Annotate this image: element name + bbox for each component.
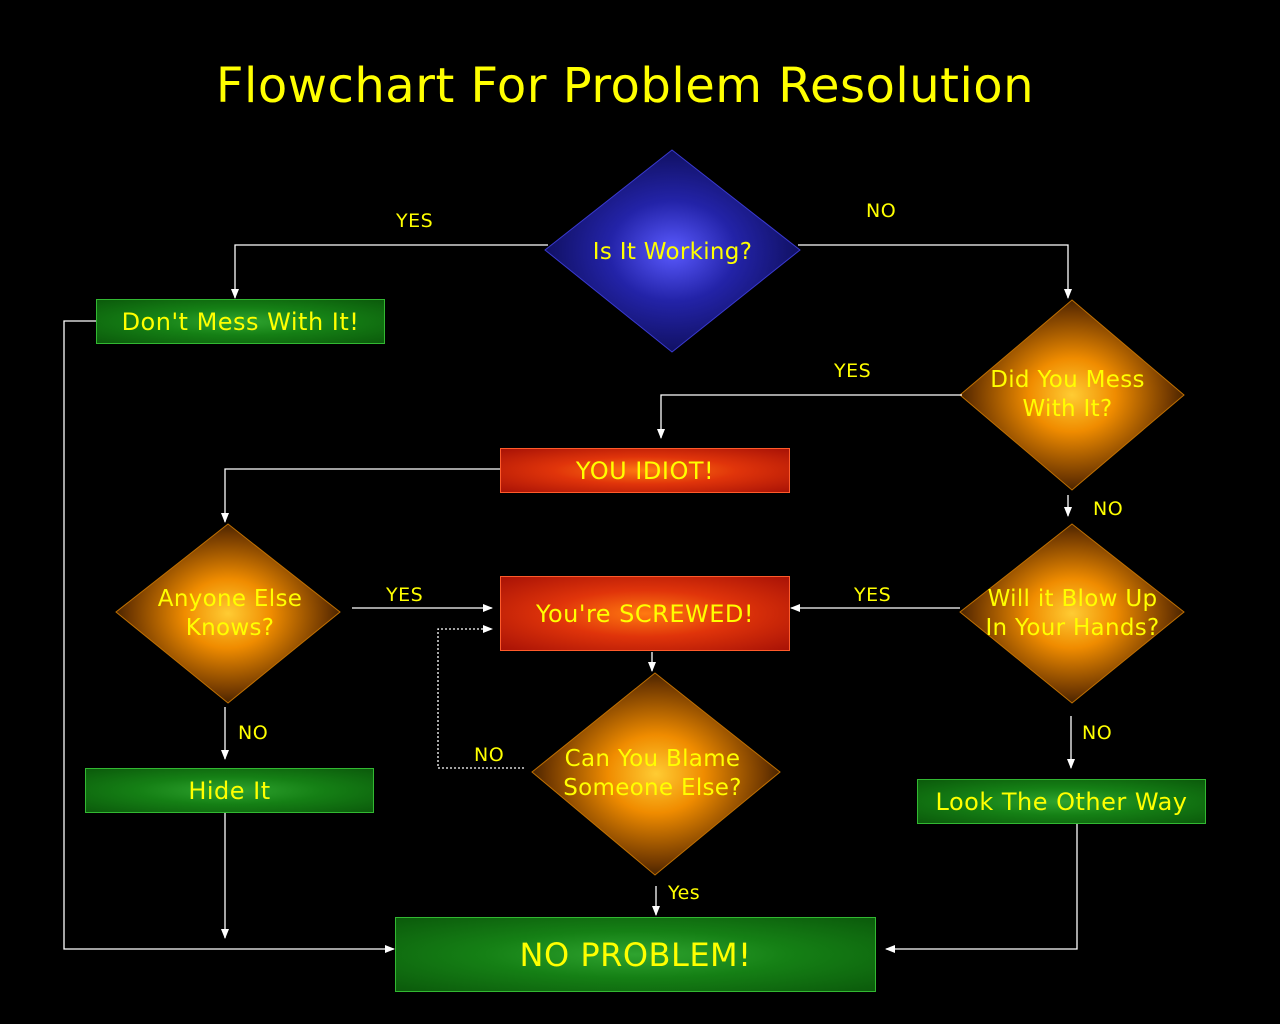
decision-anyone-else: Anyone Else Knows? [157,586,303,641]
edge-working-no [798,244,1072,299]
label-blow-yes: YES [854,584,892,606]
label-blame-no: NO [474,744,505,766]
decision-is-it-working-shape [544,149,801,353]
label-anyone-yes: YES [386,584,424,606]
box-look-other-way: Look The Other Way [917,779,1206,824]
edge-lookaway-to-noproblem [885,824,1078,953]
decision-blow-up: Will it Blow Up In Your Hands? [985,586,1160,641]
label-mess-no: NO [1093,498,1124,520]
edge-dontmess-to-noproblem [63,320,395,953]
label-working-no: NO [866,200,897,222]
box-hide-it: Hide It [85,768,374,813]
edge-blame-no [437,625,524,769]
box-screwed: You're SCREWED! [500,576,790,651]
decision-did-you-mess-shape [959,299,1185,491]
box-no-problem: NO PROBLEM! [395,917,876,992]
edge-working-yes [231,244,548,299]
label-mess-yes: YES [834,360,872,382]
box-dont-mess: Don't Mess With It! [96,299,385,344]
label-blame-yes: Yes [668,882,701,904]
decision-is-it-working: Is It Working? [592,238,753,265]
decision-did-you-mess: Did You Mess With It? [990,367,1145,422]
decision-anyone-else-shape [115,523,341,704]
edge-mess-yes [657,394,962,439]
decision-blame-shape [531,672,781,876]
label-working-yes: YES [396,210,434,232]
label-anyone-no: NO [238,722,269,744]
decision-blame: Can You Blame Someone Else? [563,746,742,801]
decision-blow-up-shape [959,523,1185,704]
edge-idiot-to-anyone [221,468,500,523]
label-blow-no: NO [1082,722,1113,744]
box-you-idiot: YOU IDIOT! [500,448,790,493]
page-title: Flowchart For Problem Resolution [215,58,1035,114]
